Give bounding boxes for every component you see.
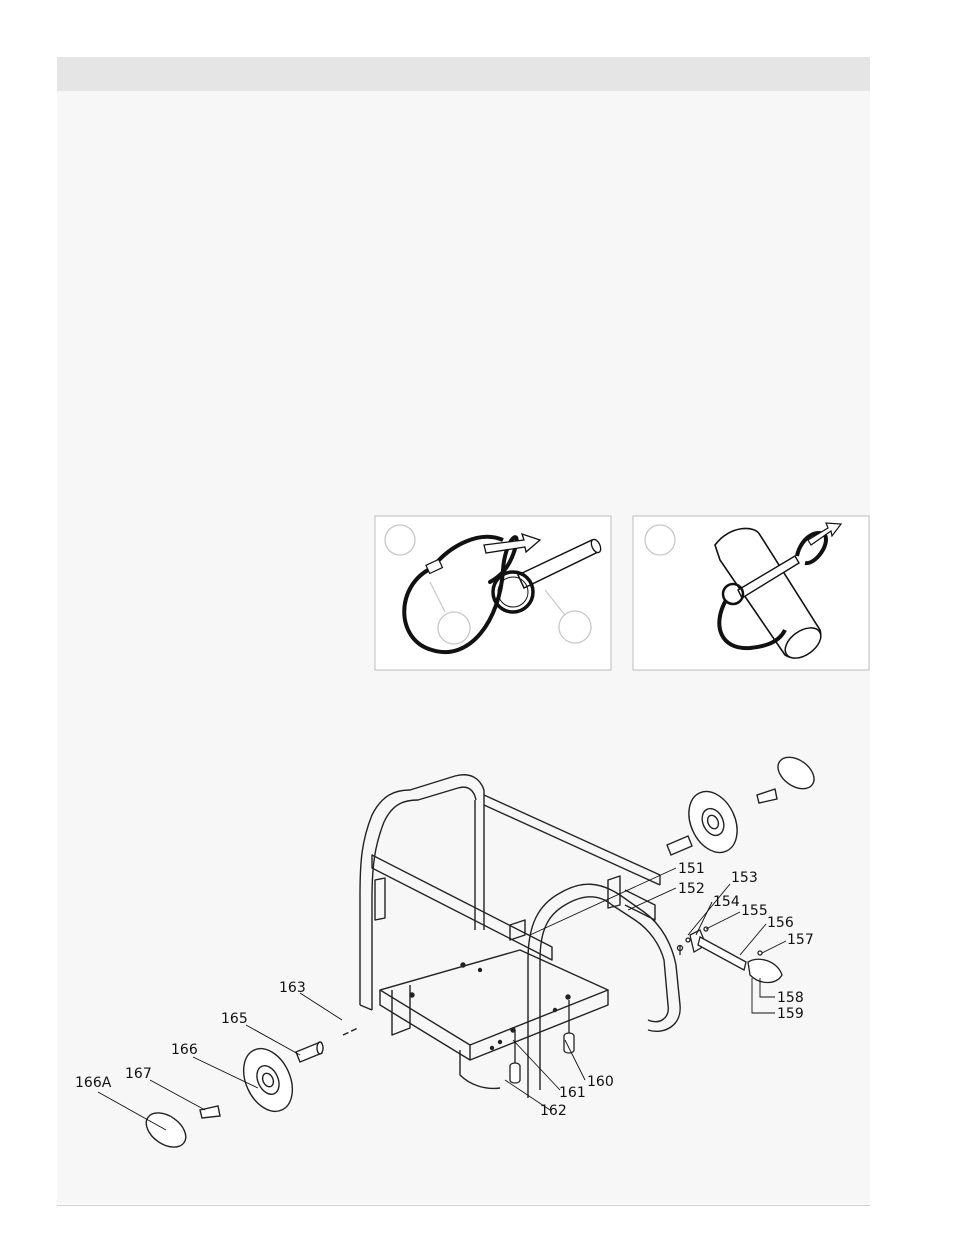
spacer-right [666,835,693,856]
callout-153: 153 [731,870,758,886]
callout-152: 152 [678,881,705,897]
lanyard-cable [402,535,519,654]
callout-167: 167 [125,1066,152,1082]
step-marker-3 [558,610,592,644]
callout-166: 166 [171,1042,198,1058]
callout-157: 157 [787,932,814,948]
wheel-assembly-left [145,1027,359,1148]
callout-155: 155 [741,903,768,919]
pin-ring [491,570,535,614]
rubber-feet [509,1000,575,1084]
callout-165: 165 [221,1011,248,1027]
step-marker-4 [644,524,676,556]
leader-lines [97,867,787,1131]
pull-arrow-b [807,522,843,546]
generator-frame [359,774,681,1098]
step-marker-2 [437,611,471,645]
callout-160: 160 [587,1074,614,1090]
pin-body-b [737,555,800,599]
inset-figure-a [374,515,612,671]
lanyard-cable-b [717,599,787,651]
callout-labels: 151 152 153 154 155 156 157 158 159 160 … [75,861,814,1119]
handle-grip [747,958,783,984]
callout-163: 163 [279,980,306,996]
handle-tube [697,936,747,971]
callout-159: 159 [777,1006,804,1022]
callout-151: 151 [678,861,705,877]
pull-arrow [483,532,542,554]
callout-162: 162 [540,1103,567,1119]
crimp-sleeve [425,558,444,575]
callout-156: 156 [767,915,794,931]
axle-bolt-left [199,1105,221,1119]
callout-161: 161 [559,1085,586,1101]
axle-bolt-right [756,788,778,804]
header-bar [57,57,870,91]
callout-166A: 166A [75,1075,112,1091]
inset-figure-b [632,515,870,671]
callout-154: 154 [713,894,740,910]
bottom-rule [57,1205,870,1206]
handle-assembly [676,926,783,984]
wheel-assembly-right [666,756,815,856]
hub-cap-right [777,756,815,790]
callout-158: 158 [777,990,804,1006]
step-marker-1 [384,524,416,556]
